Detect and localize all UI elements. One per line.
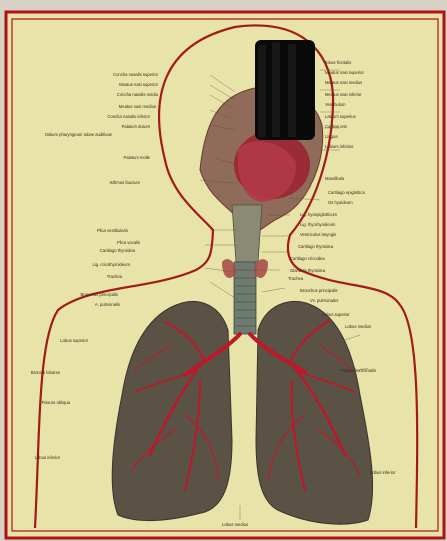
label-left-12: Lig. cricothyroideum (93, 262, 130, 267)
label-right-22: Lobus medius (345, 324, 371, 329)
label-left-17: Bronchi lobares (31, 370, 60, 375)
label-right-2: Meatus nasi medius (325, 80, 362, 85)
label-right-14: Ventriculus laryngis (300, 232, 336, 237)
label-left-4: Concha nasalis inferior (107, 114, 150, 119)
label-right-18: Trachea (288, 276, 303, 281)
label-right-13: Lig. thyrohyoideum (300, 222, 335, 227)
label-right-6: Cavitas oris (325, 124, 347, 129)
label-left-5: Palatum durum (122, 124, 150, 129)
label-right-4: Vestibulum (325, 102, 345, 107)
label-right-24: Lobus inferior (370, 470, 395, 475)
larynx (232, 205, 262, 262)
label-bottom-lobus-medius: Lobus medius (222, 522, 248, 527)
label-right-12: Lig. hyoepiglotticum (300, 212, 337, 217)
label-right-23: Fissura horizontalis (340, 368, 376, 373)
label-left-14: Bronchus principalis (81, 292, 118, 297)
label-left-0: Concha nasalis superior (113, 72, 158, 77)
label-right-21: Lobus superior (322, 312, 350, 317)
label-left-9: Plica vestibularis (97, 228, 128, 233)
label-right-19: Bronchus principalis (300, 288, 337, 293)
label-left-7: Palatum molle (123, 155, 150, 160)
label-left-11: Cartilago thyroidea (100, 248, 135, 253)
label-left-13: Trachea (107, 274, 122, 279)
label-right-1: Meatus nasi superior (325, 70, 364, 75)
label-right-5: Labium superius (325, 114, 356, 119)
label-right-10: Cartilago epiglottica (328, 190, 365, 195)
label-left-2: Concha nasalis media (117, 92, 158, 97)
label-left-16: Lobus superior (60, 338, 88, 343)
label-left-8: Isthmus faucium (110, 180, 141, 185)
label-left-1: Meatus nasi superior (119, 82, 158, 87)
label-right-16: Cartilago cricoidea (290, 256, 325, 261)
label-right-3: Meatus nasi inferior (325, 92, 362, 97)
label-right-11: Os hyoideum (328, 200, 353, 205)
label-right-0: Sinus frontalis (325, 60, 351, 65)
label-left-18: Fissura obliqua (42, 400, 70, 405)
label-right-15: Cartilago thyroidea (298, 244, 333, 249)
label-right-9: Mandibula (325, 176, 344, 181)
label-right-17: Glandula thyroidea (290, 268, 325, 273)
label-left-15: A. pulmonalis (95, 302, 120, 307)
trachea (234, 262, 256, 334)
label-right-20: Vv. pulmonales (310, 298, 338, 303)
label-left-6: Ostium pharyngeum tubae auditivae (45, 132, 112, 137)
label-right-8: Labium inferius (325, 144, 353, 149)
label-left-19: Lobus inferior (35, 455, 60, 460)
label-right-7: Lingua (325, 134, 338, 139)
label-left-3: Meatus nasi medius (119, 104, 156, 109)
label-left-10: Plica vocalis (117, 240, 140, 245)
